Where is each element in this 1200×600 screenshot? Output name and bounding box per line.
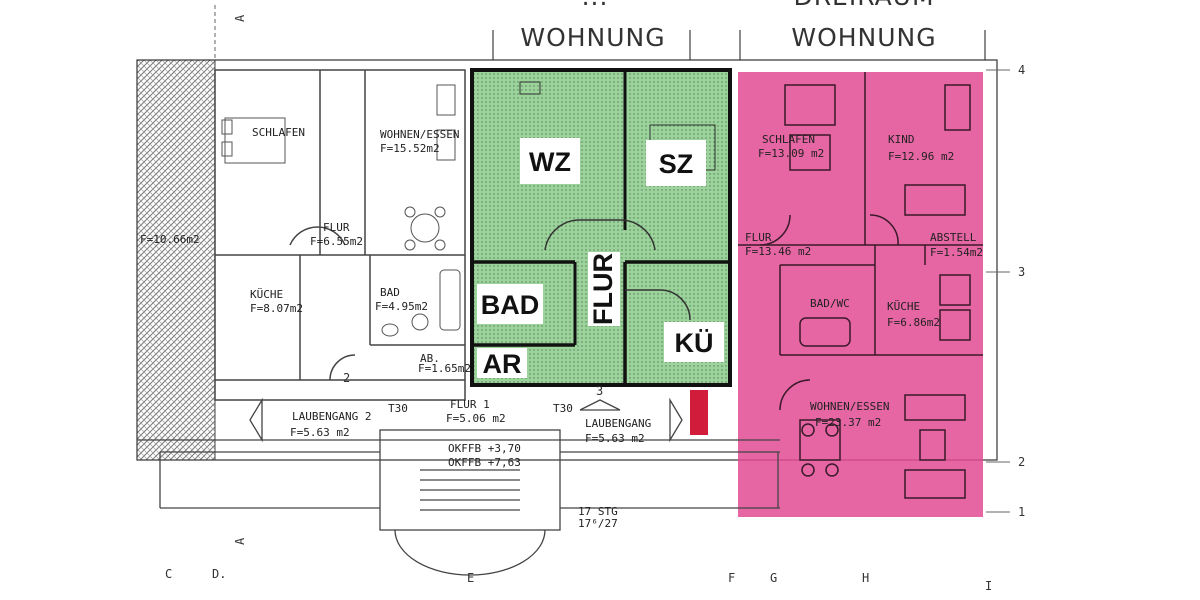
axis-grid: [214, 5, 1010, 513]
corridor: [137, 397, 780, 576]
label-bad: BAD: [481, 290, 540, 320]
kuche-left-area: F=8.07m2: [250, 302, 303, 315]
left-furniture: [221, 84, 461, 337]
kind-area: F=12.96 m2: [888, 150, 954, 163]
abstell-area: F=1.54m2: [930, 246, 983, 259]
label-ar: AR: [483, 349, 522, 379]
schlafen-right-area: F=13.09 m2: [758, 147, 824, 160]
flur-left-label: FLUR: [323, 221, 350, 234]
section-a-top: A: [233, 14, 247, 22]
label-flur: FLUR: [588, 253, 618, 325]
col-e-label: E: [467, 571, 474, 585]
wohnen-essen-right-label: WOHNEN/ESSEN: [810, 400, 889, 413]
row-3-label: 3: [1018, 265, 1025, 279]
col-i-label: I: [985, 579, 992, 593]
header-right: WOHNUNG: [791, 23, 936, 52]
col-c-label: C: [165, 567, 172, 581]
pink-fill: [738, 72, 983, 517]
col-h-label: H: [862, 571, 869, 585]
col-d-label: D.: [212, 567, 226, 581]
wohnen-essen-left-label: WOHNEN/ESSEN: [380, 128, 459, 141]
bad-wc-label: BAD/WC: [810, 297, 850, 310]
header-left-top: ...: [582, 0, 609, 11]
stair-number-3: 3: [596, 384, 603, 398]
header-left: WOHNUNG: [520, 23, 665, 52]
laubengang-area: F=5.63 m2: [585, 432, 645, 445]
green-wall-outer: [470, 68, 732, 387]
stg-1-label: 17 STG: [578, 505, 618, 518]
flur-1-area: F=5.06 m2: [446, 412, 506, 425]
flur-side-area: F=10.66m2: [140, 233, 200, 246]
laubengang-2-area: F=5.63 m2: [290, 426, 350, 439]
left-apartment: [214, 69, 466, 401]
flur-left-area: F=6.55m2: [310, 235, 363, 248]
section-a-bottom: A: [233, 537, 247, 545]
label-wz: WZ: [529, 147, 571, 177]
kuche-right-label: KÜCHE: [887, 300, 920, 313]
col-f-label: F: [728, 571, 735, 585]
okffb-2-label: OKFFB +7,63: [448, 456, 521, 469]
row-2-label: 2: [1018, 455, 1025, 469]
laubengang-label: LAUBENGANG: [585, 417, 651, 430]
stg-2-label: 17⁶/27: [578, 517, 618, 530]
bad-left-area: F=4.95m2: [375, 300, 428, 313]
stair-number-2: 2: [343, 371, 350, 385]
t30-right-label: T30: [553, 402, 573, 415]
label-sz: SZ: [659, 149, 694, 179]
schlafen-left-label: SCHLAFEN: [252, 126, 305, 139]
bad-left-label: BAD: [380, 286, 400, 299]
abstell-label: ABSTELL: [930, 231, 977, 244]
room-labels: SCHLAFEN WOHNEN/ESSEN F=15.52m2 FLUR F=6…: [140, 126, 983, 530]
outer-building-frame: [136, 59, 998, 461]
kuche-right-area: F=6.86m2: [887, 316, 940, 329]
col-g-label: G: [770, 571, 777, 585]
t30-left-label: T30: [388, 402, 408, 415]
green-label-boxes: WZ SZ BAD FLUR KÜ AR: [477, 138, 724, 379]
kuche-left-label: KÜCHE: [250, 288, 283, 301]
flur-1-label: FLUR 1: [450, 398, 490, 411]
ab-label: AB.: [420, 352, 440, 365]
ab-area: F=1.65m2: [418, 362, 471, 375]
flur-right-label: FLUR: [745, 231, 772, 244]
wohnen-essen-right-area: F=23.37 m2: [815, 416, 881, 429]
row-1-label: 1: [1018, 505, 1025, 519]
axis-labels: 4 3 2 1 C D. E F G H I A A 2 3: [165, 14, 1025, 593]
flur-right-area: F=13.46 m2: [745, 245, 811, 258]
laubengang-2-label: LAUBENGANG 2: [292, 410, 371, 423]
pink-apartment: [690, 72, 983, 517]
label-ku: KÜ: [675, 328, 714, 358]
header-right-top: DREIRAUM: [793, 0, 934, 11]
okffb-1-label: OKFFB +3,70: [448, 442, 521, 455]
wohnen-essen-left-area: F=15.52m2: [380, 142, 440, 155]
row-4-label: 4: [1018, 63, 1025, 77]
schlafen-right-label: SCHLAFEN: [762, 133, 815, 146]
left-wall-strip: [136, 59, 216, 461]
kind-label: KIND: [888, 133, 915, 146]
